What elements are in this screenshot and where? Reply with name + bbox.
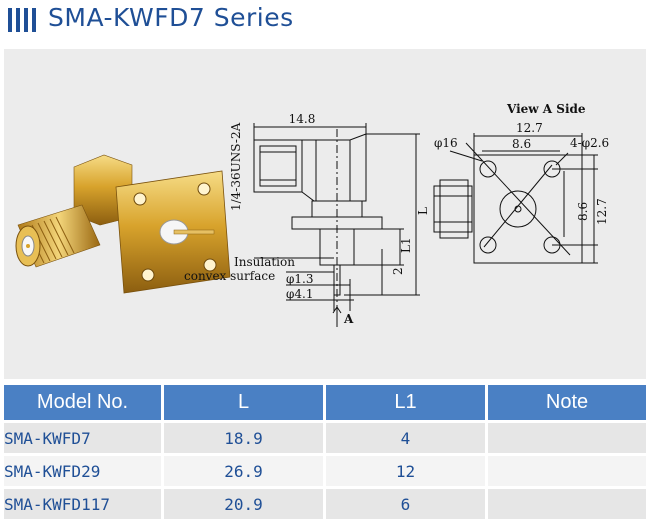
cell-note	[488, 486, 646, 519]
technical-drawing: 14.8 1/4-36UNS-2A L L1 2 Insulation conv…	[15, 102, 609, 327]
cell-l: 20.9	[164, 486, 326, 519]
cell-l: 18.9	[164, 420, 326, 453]
title-accent-bar	[24, 8, 28, 32]
phi-1-3-label: φ1.3	[286, 272, 314, 286]
view-a-arrow-label: A	[343, 312, 354, 326]
table-row: SMA-KWFD117 20.9 6	[4, 486, 646, 519]
table-header-row: Model No. L L1 Note	[4, 385, 646, 420]
cell-model: SMA-KWFD7	[4, 420, 164, 453]
dim-8-6-label: 8.6	[512, 137, 531, 151]
dim-thread-label: 1/4-36UNS-2A	[229, 122, 243, 211]
phi-4-1-label: φ4.1	[286, 287, 314, 301]
cell-model: SMA-KWFD29	[4, 453, 164, 486]
dim-two-label: 2	[391, 267, 405, 275]
view-a-side	[433, 133, 598, 264]
header-l1: L1	[326, 385, 488, 420]
cell-l1: 12	[326, 453, 488, 486]
cell-l1: 6	[326, 486, 488, 519]
phi-16-label: φ16	[434, 136, 458, 150]
cell-note	[488, 453, 646, 486]
dim-l1-label: L1	[399, 237, 413, 253]
cell-model: SMA-KWFD117	[4, 486, 164, 519]
connector-photo	[15, 154, 231, 294]
dim-8-6-vertical-label: 8.6	[576, 202, 590, 221]
title-accent-bar	[16, 8, 20, 32]
side-view	[253, 123, 420, 327]
cell-l: 26.9	[164, 453, 326, 486]
view-a-title: View A Side	[506, 102, 586, 116]
spec-table: Model No. L L1 Note SMA-KWFD7 18.9 4 SMA…	[4, 385, 646, 519]
cell-note	[488, 420, 646, 453]
header-note: Note	[488, 385, 646, 420]
title-bar: SMA-KWFD7 Series	[0, 0, 650, 40]
title-accent-bar	[8, 8, 12, 32]
dim-width-label: 14.8	[289, 112, 316, 126]
dim-12-7-label: 12.7	[516, 121, 543, 135]
page-title: SMA-KWFD7 Series	[48, 3, 294, 32]
dim-12-7-vertical-label: 12.7	[595, 198, 609, 225]
convex-surface-label: convex surface	[184, 269, 275, 283]
table-row: SMA-KWFD7 18.9 4	[4, 420, 646, 453]
header-model: Model No.	[4, 385, 164, 420]
cell-l1: 4	[326, 420, 488, 453]
insulation-label: Insulation	[234, 255, 295, 269]
table-row: SMA-KWFD29 26.9 12	[4, 453, 646, 486]
holes-label: 4-φ2.6	[570, 136, 609, 150]
dim-length-label: L	[416, 207, 430, 215]
header-l: L	[164, 385, 326, 420]
title-accent-bar	[32, 8, 36, 32]
product-figure: 14.8 1/4-36UNS-2A L L1 2 Insulation conv…	[4, 49, 646, 379]
